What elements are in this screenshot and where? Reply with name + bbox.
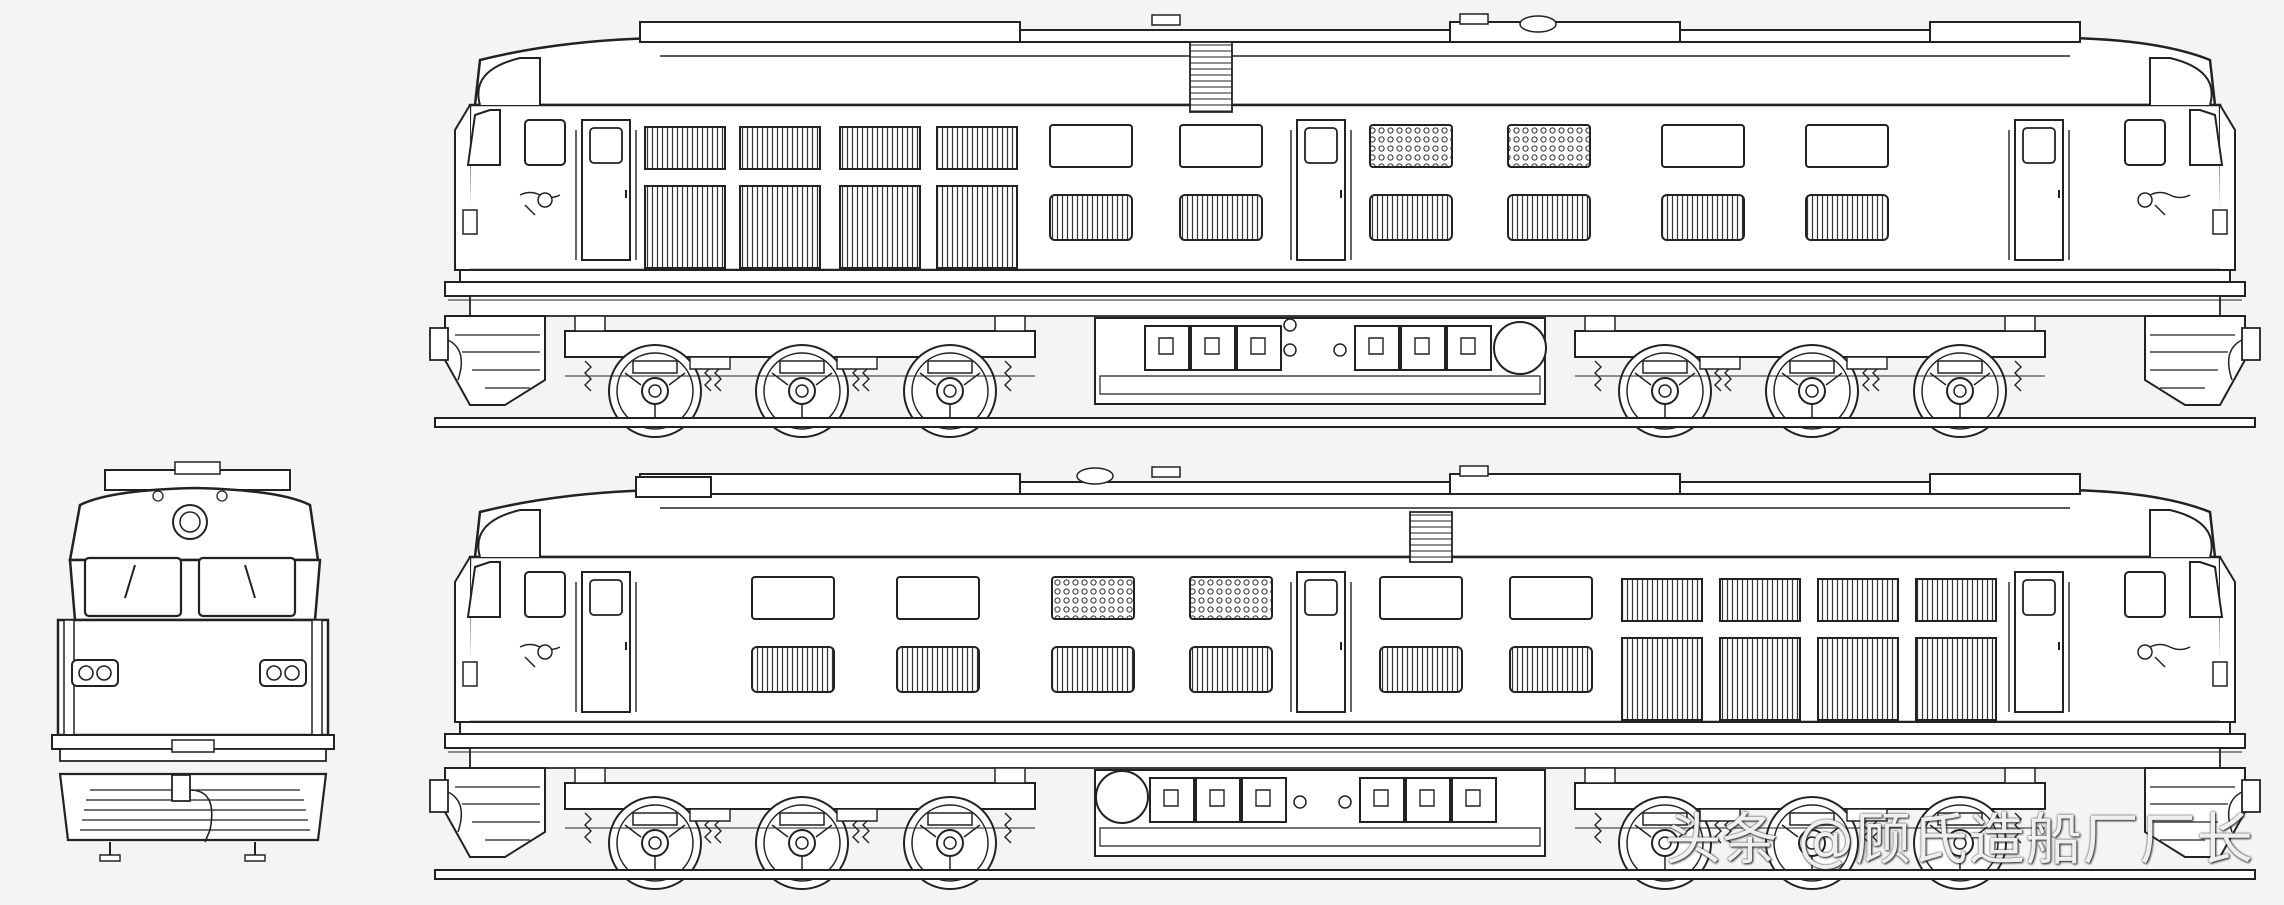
roof-vent — [1410, 512, 1452, 562]
side-view-a — [430, 14, 2260, 437]
radiator-grilles-a — [645, 127, 1017, 268]
watermark-text: 头条 @顾氏造船厂厂长 — [1665, 807, 2254, 873]
front-view — [52, 462, 334, 861]
windshield-left — [85, 558, 181, 616]
windshield-right — [199, 558, 295, 616]
radiator-grilles-b — [1622, 579, 1996, 720]
roof-vent — [1190, 42, 1232, 112]
side-view-b — [430, 466, 2260, 889]
